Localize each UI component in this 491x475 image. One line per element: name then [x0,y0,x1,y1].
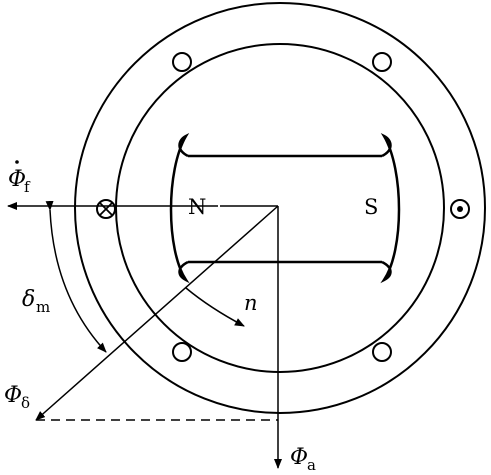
delta-m-subscript: m [36,298,50,316]
phi-delta-symbol: Φ [4,383,22,408]
phi-delta-subscript: δ [21,394,30,412]
label-phi-delta: Φ δ [4,383,30,412]
label-phi-f: Φ f [8,160,31,196]
label-delta-m: δ m [22,287,50,316]
label-phi-a: Φ a [290,445,316,474]
dot-icon [450,199,470,219]
bolt-hole-top-left [172,52,192,72]
stator-outer-circle [74,2,486,414]
phi-f-dot [15,160,19,164]
delta-m-symbol: δ [22,287,35,312]
bolt-hole-bottom-right [372,342,392,362]
power-angle-arc [45,200,107,353]
airgap-flux-arrow [35,205,279,421]
phi-a-symbol: Φ [290,445,308,470]
cross-icon [96,199,116,219]
phi-a-subscript: a [307,456,316,474]
phi-f-subscript: f [24,178,31,196]
bolt-hole-bottom-left [172,342,192,362]
rotation-speed-label: n [244,291,258,315]
rotor [169,132,401,284]
stator-inner-circle [115,43,445,373]
north-pole-label: N [188,195,206,219]
rotation-arrow [185,287,245,327]
south-pole-label: S [364,195,378,219]
bolt-hole-top-right [372,52,392,72]
phi-f-symbol: Φ [8,167,26,192]
